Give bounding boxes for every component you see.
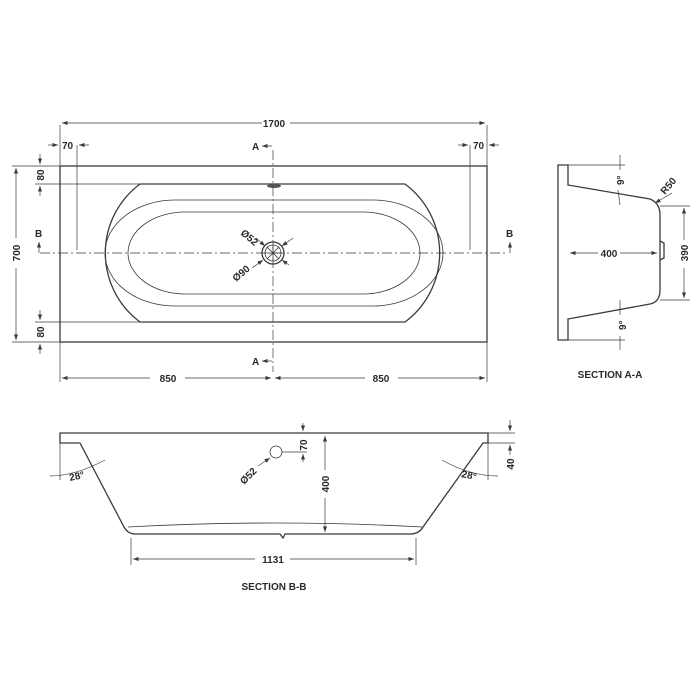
section-b-caption: SECTION B-B xyxy=(242,582,307,593)
dim-rim-top: 80 xyxy=(36,169,47,181)
dim-rim-right: 70 xyxy=(473,141,485,152)
dim-overall-length: 1700 xyxy=(263,119,286,130)
dim-overflow-dia: Ø52 xyxy=(238,466,259,487)
section-a-profile xyxy=(557,164,661,341)
bath-inner-rim xyxy=(104,183,441,323)
dim-half-right: 850 xyxy=(373,374,390,385)
plan-view: 1700 70 70 700 80 80 850 8 xyxy=(12,119,513,385)
section-b-view: 70 Ø52 400 40 28° 28° 1131 SECTION B-B xyxy=(49,420,517,593)
overflow-icon xyxy=(267,184,281,188)
bath-basin-inner xyxy=(127,211,421,295)
section-marker-b-left: B xyxy=(35,229,42,240)
dim-angle-right: 28° xyxy=(460,469,477,483)
dim-rim-left: 70 xyxy=(62,141,74,152)
section-a-caption: SECTION A-A xyxy=(578,370,643,381)
dim-half-left: 850 xyxy=(160,374,177,385)
dim-rim-height: 40 xyxy=(506,458,517,470)
dim-base-length: 1131 xyxy=(262,555,284,566)
dim-overflow-offset: 70 xyxy=(299,439,310,451)
dim-angle-bottom: 9° xyxy=(618,320,629,330)
dim-waste-outer: Ø90 xyxy=(231,263,253,284)
dim-depth-a: 400 xyxy=(601,249,618,260)
dim-angle-left: 28° xyxy=(68,470,85,484)
dim-depth-b: 400 xyxy=(321,475,332,492)
dim-radius: R50 xyxy=(659,175,680,196)
section-marker-b-right: B xyxy=(506,229,513,240)
dim-height-a: 390 xyxy=(680,244,691,261)
bath-basin-outer xyxy=(104,199,444,307)
section-marker-a-bottom: A xyxy=(252,357,259,368)
dim-overall-width: 700 xyxy=(12,244,23,261)
bath-outline xyxy=(59,165,488,343)
section-a-view: 9° 9° R50 400 390 SECTION A-A xyxy=(557,155,691,381)
dim-angle-top: 9° xyxy=(616,175,627,185)
dim-waste-inner: Ø52 xyxy=(238,228,260,249)
section-b-profile xyxy=(59,432,489,540)
overflow-hole-icon xyxy=(269,445,283,459)
dim-rim-bottom: 80 xyxy=(36,326,47,338)
section-marker-a-top: A xyxy=(252,142,259,153)
